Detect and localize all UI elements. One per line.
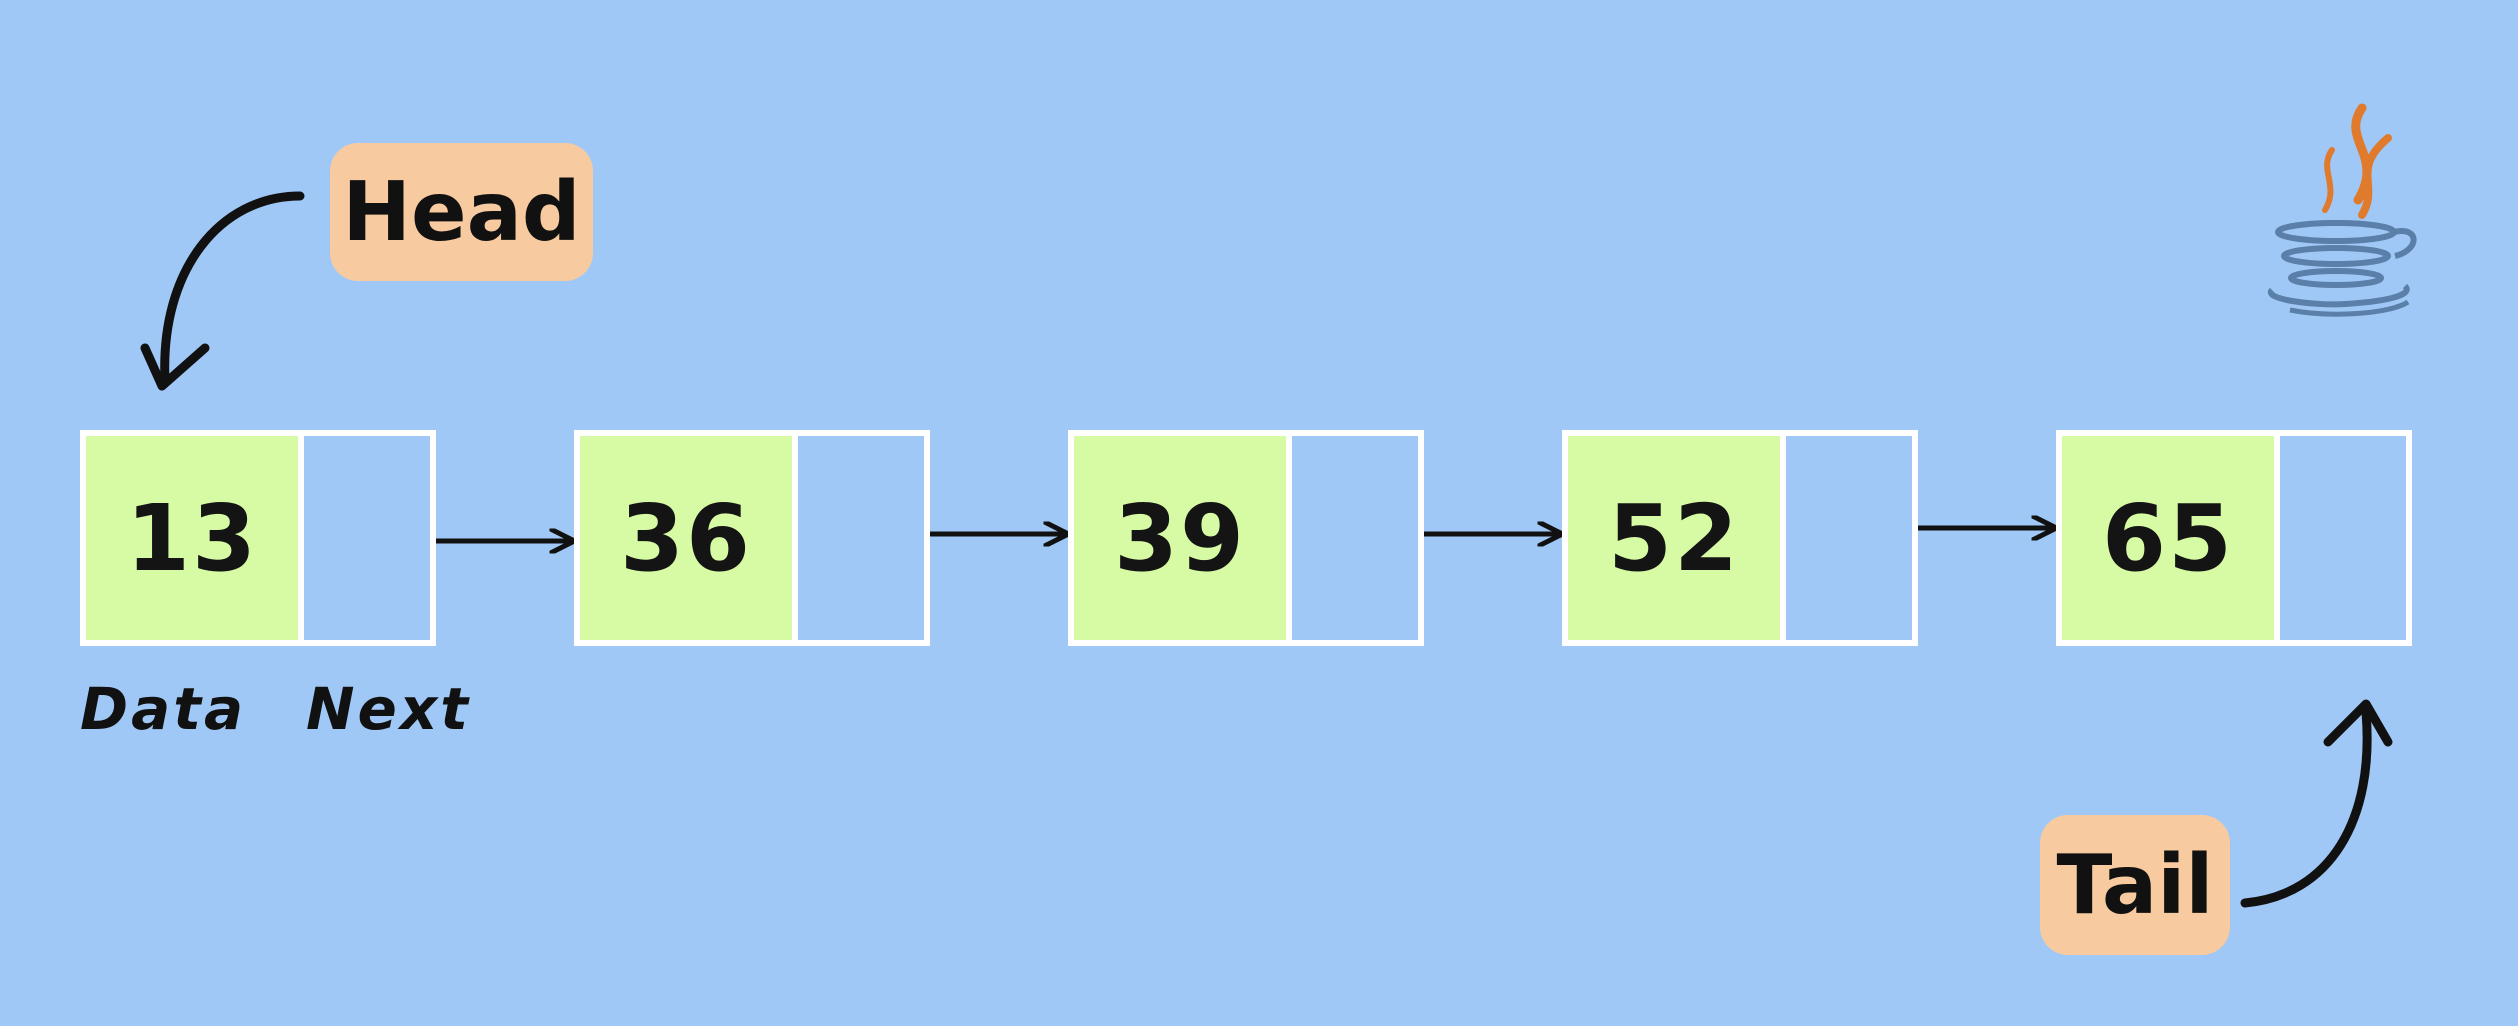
node-data-cell: 13: [86, 436, 298, 640]
tail-label: Tail: [2040, 815, 2230, 955]
node-next-cell: [1786, 436, 1912, 640]
node-next-cell: [2280, 436, 2406, 640]
head-label: Head: [330, 143, 593, 281]
list-node: 52: [1562, 430, 1918, 646]
node-next-cell: [304, 436, 430, 640]
head-pointer-arrowhead: [140, 343, 210, 391]
tail-pointer-arrowhead: [2323, 699, 2393, 747]
head-pointer-arrow: [160, 191, 305, 385]
node-data-cell: 52: [1568, 436, 1780, 640]
node-data-cell: 36: [580, 436, 792, 640]
list-node: 13: [80, 430, 436, 646]
node-next-cell: [798, 436, 924, 640]
list-node: 65: [2056, 430, 2412, 646]
node-data-cell: 39: [1074, 436, 1286, 640]
list-node: 36: [574, 430, 930, 646]
data-caption: Data: [80, 675, 247, 743]
node-next-cell: [1292, 436, 1418, 640]
tail-pointer-arrow: [2240, 707, 2372, 908]
java-logo-icon: [2267, 103, 2417, 317]
list-node: 39: [1068, 430, 1424, 646]
next-caption: Next: [306, 675, 472, 743]
node-data-cell: 65: [2062, 436, 2274, 640]
